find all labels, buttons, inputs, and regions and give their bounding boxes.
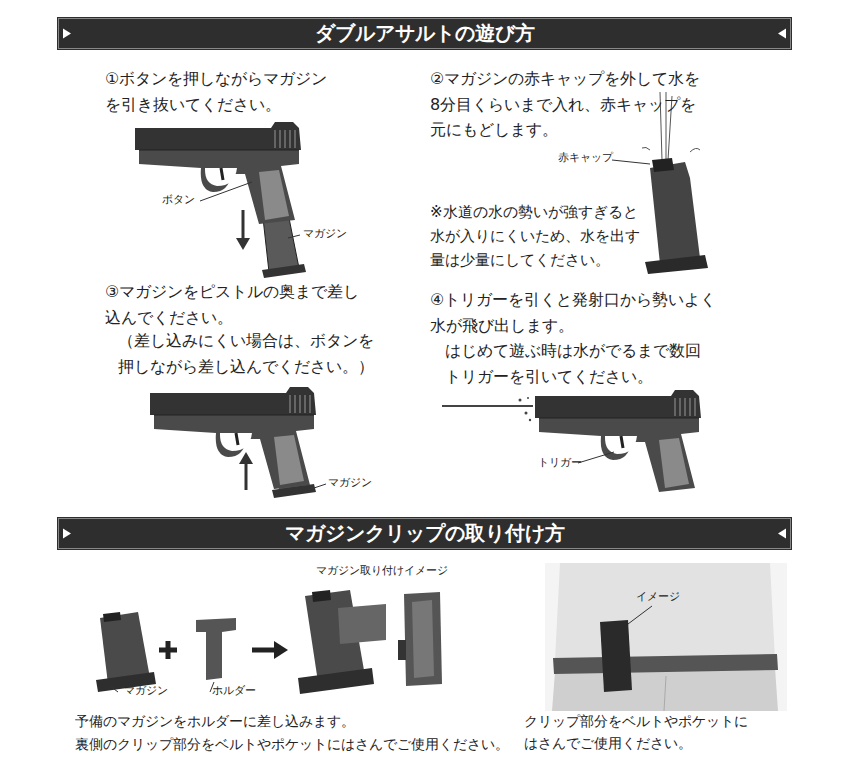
part-label: マガジン (303, 227, 347, 241)
belt-photo (545, 563, 787, 711)
body-text: 予備のマガジンをホルダーに差し込みます。 (75, 710, 355, 732)
pistol-figure (442, 390, 701, 492)
step-text: ②マガジンの赤キャップを外して水を8分目くらいまで入れ、赤キャップを元にもどしま… (430, 66, 708, 143)
note-text: ※水道の水の勢いが強すぎると水が入りにくいため、水を出す量は少量にしてください。 (430, 200, 645, 272)
part-label: 赤キャップ (558, 151, 613, 165)
magazine-figure (612, 92, 708, 274)
part-label: イメージ (636, 590, 680, 604)
body-text: 裏側のクリップ部分をベルトやポケットにはさんでご使用ください。 (75, 733, 509, 755)
part-label: マガジン (328, 476, 372, 490)
clip-figure (96, 590, 442, 694)
section-band: マガジンクリップの取り付け方 (57, 517, 792, 550)
section-title: ダブルアサルトの遊び方 (315, 20, 535, 47)
step-text: ③マガジンをピストルの奥まで差し込んでください。 (105, 279, 373, 330)
pistol-figure (150, 387, 326, 498)
part-label: トリガー (538, 456, 582, 470)
section-title: マガジンクリップの取り付け方 (285, 520, 565, 547)
note-text: （差し込みにくい場合は、ボタンを押しながら差し込んでください。） (118, 328, 386, 379)
section-band: ダブルアサルトの遊び方 (57, 17, 792, 50)
part-label: ホルダー (212, 684, 256, 698)
step-text: ④トリガーを引くと発射口から勢いよく水が飛び出します。 (430, 287, 725, 338)
step-text: はじめて遊ぶ時は水がでるまで数回トリガーを引いてください。 (445, 338, 715, 389)
part-label: マガジン (124, 684, 168, 698)
part-label: ボタン (162, 193, 195, 207)
figure-caption: マガジン取り付けイメージ (316, 564, 448, 578)
step-text: ①ボタンを押しながらマガジンを引き抜いてください。 (105, 66, 337, 117)
pistol-figure (135, 122, 306, 278)
body-text: クリップ部分をベルトやポケットにはさんでご使用ください。 (524, 710, 754, 755)
